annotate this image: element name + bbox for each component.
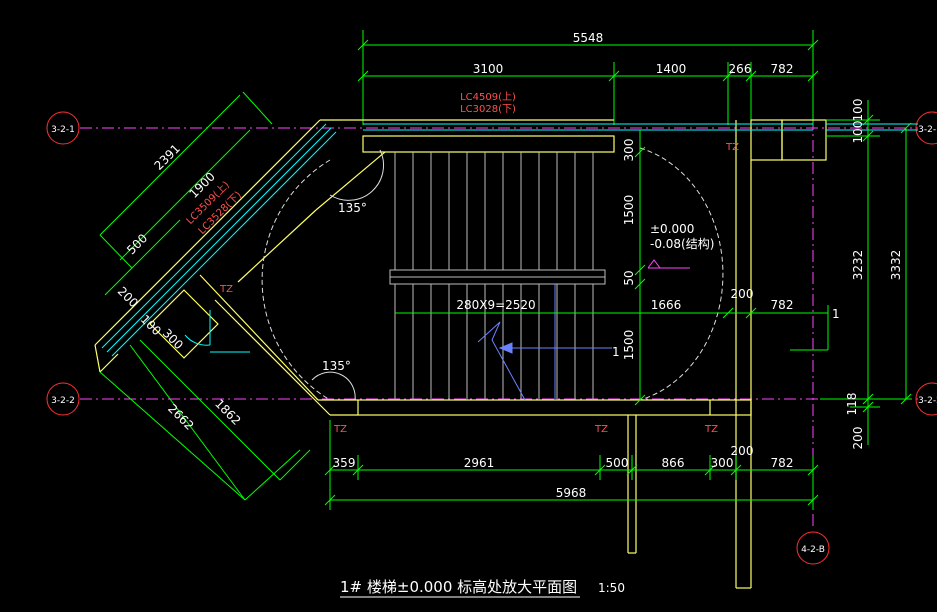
axis-label-bottom: 4-2-B (801, 545, 825, 555)
axis-label-left-bottom: 3-2-2 (51, 396, 75, 406)
axis-bubbles (46, 111, 937, 565)
dim-top-1400: 1400 (656, 62, 687, 76)
dim-bottom-300: 300 (711, 456, 734, 470)
angle-label-bottom: 135° (322, 359, 351, 373)
walls (94, 119, 827, 589)
dim-bottom-866: 866 (662, 456, 685, 470)
dim-diag-300: 300 (160, 326, 186, 352)
dim-bottom-total: 5968 (556, 486, 587, 500)
axis-bubble-left-top (46, 111, 80, 145)
axis-label-right-bottom: 3-2-2 (918, 396, 937, 406)
window-label-top-upper: LC4509(上) (460, 91, 516, 103)
dim-diag-1862: 1862 (212, 396, 243, 427)
dim-right-100a: 100 (851, 99, 865, 122)
drawing-scale: 1:50 (598, 581, 625, 595)
tz-label-2: TZ (725, 142, 739, 153)
turning-arcs (261, 147, 724, 401)
stair-treads (389, 152, 610, 400)
axis-label-left-top: 3-2-1 (51, 125, 75, 135)
dim-bottom-500: 500 (606, 456, 629, 470)
tz-label-1: TZ (219, 284, 233, 295)
angle-label-top: 135° (338, 201, 367, 215)
dim-right-200: 200 (851, 427, 865, 450)
axis-bubble-left-bottom (46, 382, 80, 416)
window-glazing (101, 123, 918, 357)
inner-dimension-lines (395, 130, 829, 406)
dim-top-266: 266 (729, 62, 752, 76)
dim-run2-1500: 1500 (622, 330, 636, 361)
tz-label-5: TZ (704, 424, 718, 435)
dim-right-118: 118 (845, 393, 859, 416)
dim-1666: 1666 (651, 298, 682, 312)
diagonal-dimension-lines (99, 91, 311, 501)
elevation-marker (647, 259, 690, 269)
window-label-top-lower: LC3028(下) (460, 104, 516, 115)
tz-label-3: TZ (333, 424, 347, 435)
dim-diag-200: 200 (115, 284, 141, 310)
stair-arrow-label: 1 (612, 345, 620, 359)
dim-bottom-359: 359 (333, 456, 356, 470)
section-mark-1: 1 (832, 307, 840, 321)
dim-right-3232: 3232 (851, 250, 865, 281)
axis-label-right-top: 3-2-1 (918, 125, 937, 135)
dim-bottom-200: 200 (731, 444, 754, 458)
door-swing (184, 310, 250, 353)
dim-landing-300: 300 (622, 139, 636, 162)
dim-right-100b: 100 (851, 121, 865, 144)
dim-782-mid: 782 (771, 298, 794, 312)
dim-gap-50: 50 (622, 270, 636, 285)
drawing-title: 1# 楼梯±0.000 标高处放大平面图 (340, 578, 577, 596)
stair-direction-arrow (477, 284, 612, 401)
top-dimension-lines (357, 30, 819, 125)
axis-bubble-right-top (915, 111, 937, 145)
elevation-finish: ±0.000 (650, 222, 694, 236)
dim-top-782: 782 (771, 62, 794, 76)
dim-top-total: 5548 (573, 31, 604, 45)
dim-run1-1500: 1500 (622, 195, 636, 226)
bottom-dimension-lines (324, 420, 819, 510)
dim-bottom-782: 782 (771, 456, 794, 470)
angle-arcs (311, 149, 384, 401)
dim-200: 200 (731, 287, 754, 301)
axis-bubble-right-bottom (915, 382, 937, 416)
tz-label-4: TZ (594, 424, 608, 435)
dim-top-3100: 3100 (473, 62, 504, 76)
right-dimension-lines (820, 100, 912, 445)
dim-right-3332: 3332 (889, 250, 903, 281)
dim-treads: 280X9=2520 (456, 298, 535, 312)
axis-bubble-bottom (796, 531, 830, 565)
dim-bottom-2961: 2961 (464, 456, 495, 470)
elevation-structure: -0.08(结构) (650, 236, 714, 251)
